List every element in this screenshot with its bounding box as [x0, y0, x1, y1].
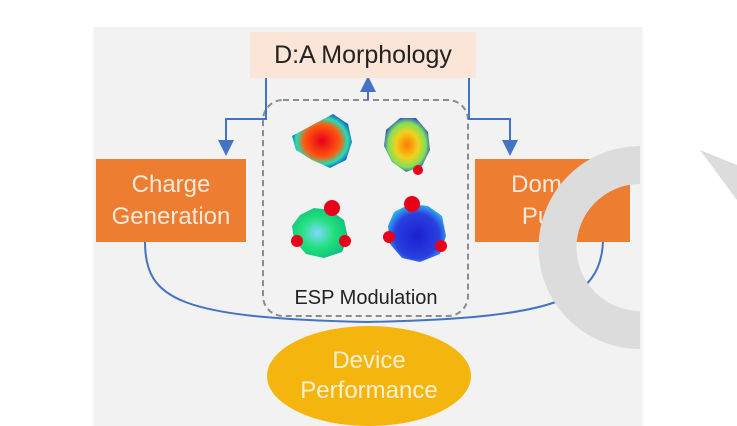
charge-generation-line2: Generation: [111, 202, 231, 230]
arrow-morphology-to-domain: [468, 78, 518, 156]
esp-map-top-left: [292, 114, 352, 168]
device-performance-line1: Device: [332, 347, 406, 374]
charge-generation-line1: Charge: [131, 171, 211, 199]
da-morphology-label: D:A Morphology: [274, 40, 452, 69]
esp-map-top-right: [384, 118, 430, 175]
device-performance-ellipse: Device Performance: [267, 326, 471, 426]
esp-map-bottom-right: [383, 196, 447, 262]
esp-map-bottom-left: [291, 200, 351, 258]
charge-generation-box: Charge Generation: [96, 159, 246, 242]
arrow-morphology-to-charge: [218, 78, 267, 156]
device-performance-line2: Performance: [300, 377, 438, 404]
esp-dashed-frame: [262, 99, 469, 317]
da-morphology-box: D:A Morphology: [250, 32, 476, 78]
esp-modulation-label: ESP Modulation: [294, 287, 438, 309]
